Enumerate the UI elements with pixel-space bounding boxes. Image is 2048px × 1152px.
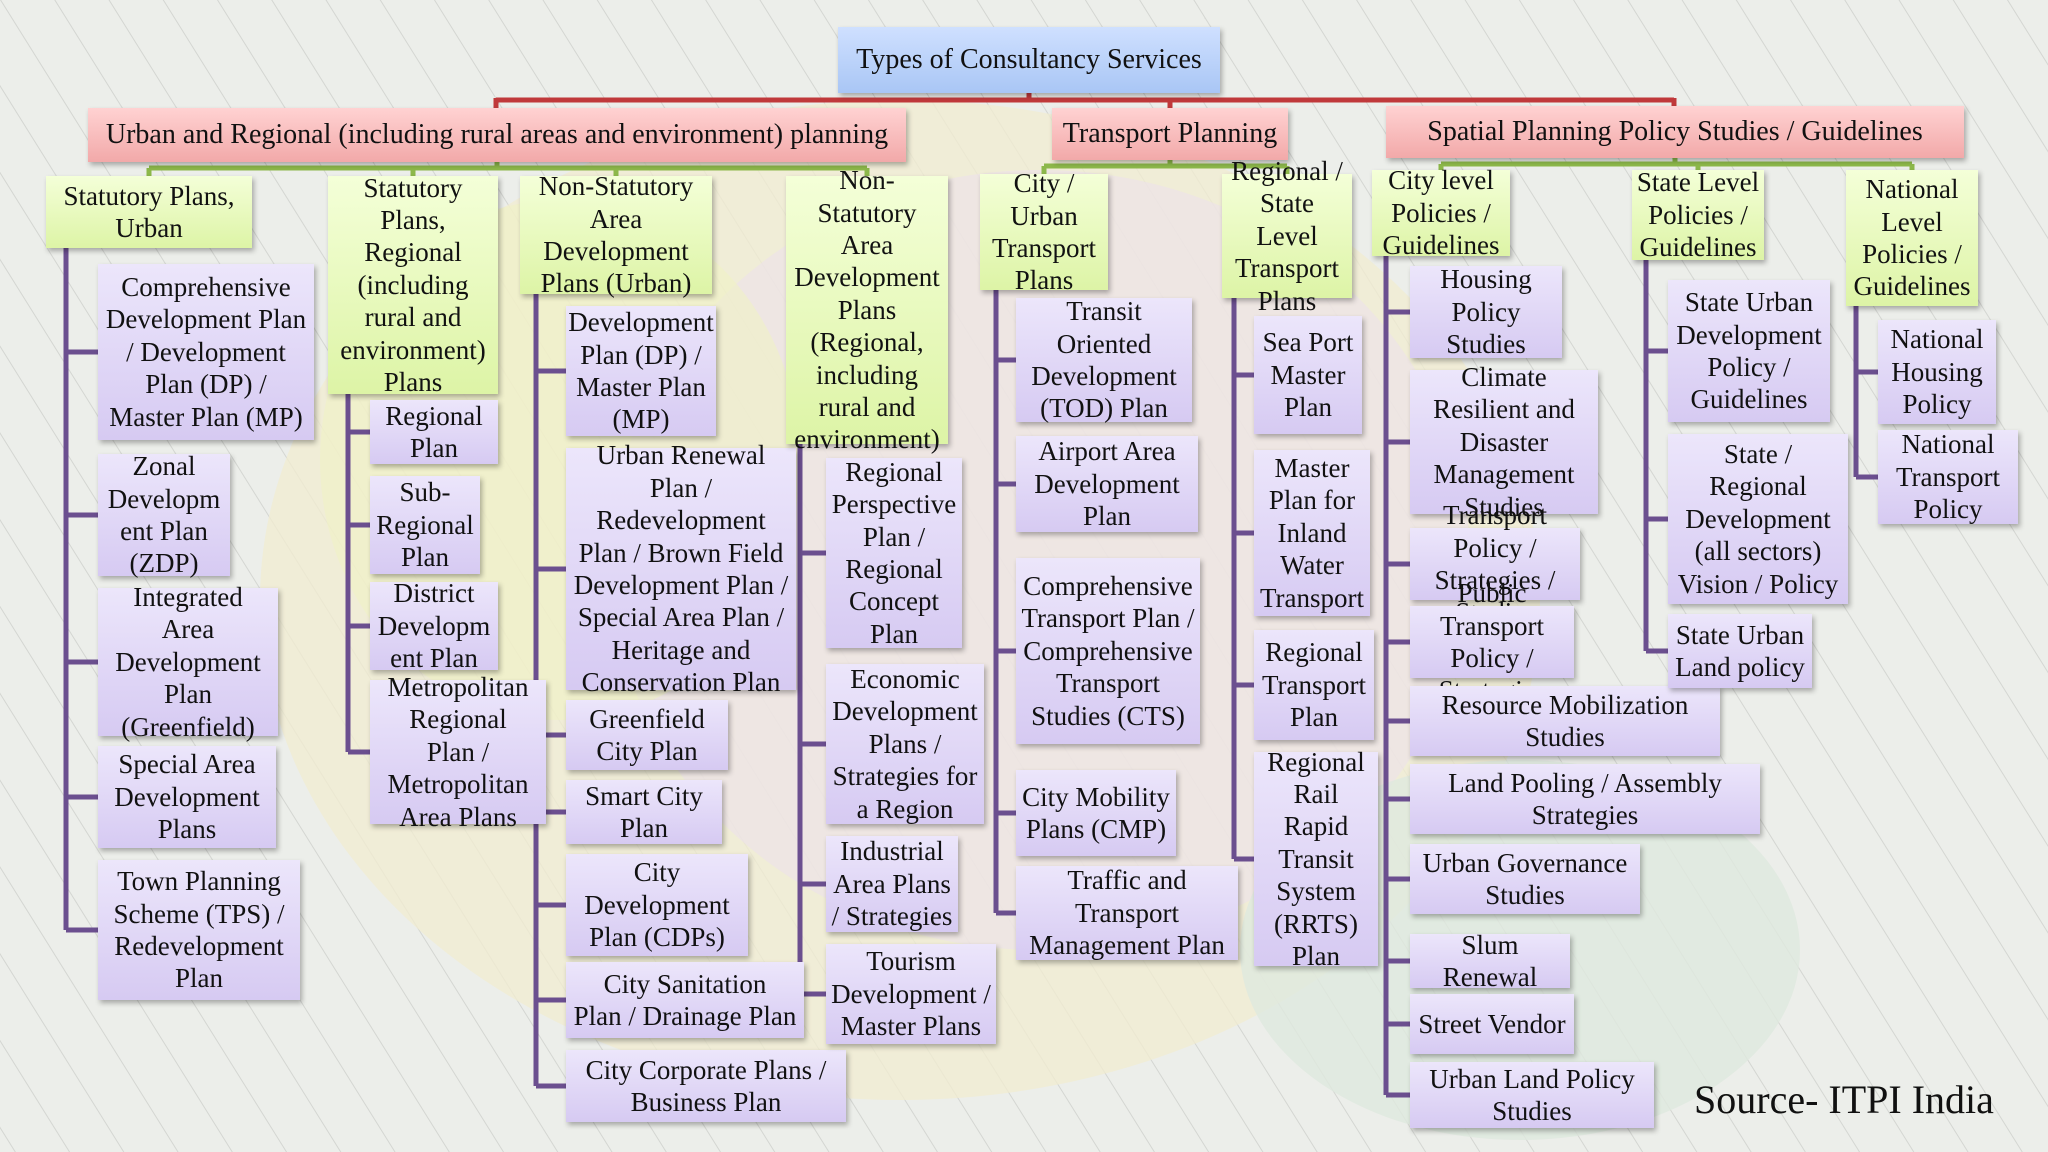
plan-item: City Sanitation Plan / Drainage Plan: [566, 962, 804, 1038]
plan-item: Integrated Area Development Plan (Greenf…: [98, 582, 278, 742]
plan-item: City Mobility Plans (CMP): [1016, 770, 1176, 856]
plan-item: Master Plan for Inland Water Transport: [1254, 450, 1370, 616]
plan-item: Land Pooling / Assembly Strategies: [1410, 764, 1760, 834]
plan-item: Development Plan (DP) / Master Plan (MP): [566, 306, 716, 436]
plan-item: Sea Port Master Plan: [1254, 316, 1362, 434]
column-heading: Regional / State Level Transport Plans: [1222, 156, 1352, 316]
plan-item: Industrial Area Plans / Strategies: [826, 836, 958, 932]
plan-item: Regional Transport Plan: [1254, 630, 1374, 740]
plan-item: District Developm ent Plan: [370, 578, 498, 673]
plan-item: Airport Area Development Plan: [1016, 436, 1198, 532]
plan-item: Special Area Development Plans: [98, 746, 276, 848]
plan-item: Urban Governance Studies: [1410, 844, 1640, 914]
plan-item: Sub- Regional Plan: [370, 476, 480, 574]
plan-item: Comprehensive Transport Plan / Comprehen…: [1016, 558, 1200, 744]
plan-item: Housing Policy Studies: [1410, 264, 1562, 359]
plan-item: Economic Development Plans / Strategies …: [826, 664, 984, 824]
plan-item: City Development Plan (CDPs): [566, 854, 748, 956]
plan-item: Regional Plan: [370, 400, 498, 464]
plan-item: Smart City Plan: [566, 780, 722, 844]
plan-item: Town Planning Scheme (TPS) / Redevelopme…: [98, 860, 300, 1000]
plan-item: Urban Land Policy Studies: [1410, 1062, 1654, 1128]
column-heading: Non-Statutory Area Development Plans (Ur…: [520, 171, 712, 298]
plan-item: National Transport Policy: [1878, 429, 2018, 524]
category-urban-regional: Urban and Regional (including rural area…: [88, 108, 906, 162]
root-title: Types of Consultancy Services: [838, 27, 1220, 93]
plan-item: State Urban Development Policy / Guideli…: [1668, 280, 1830, 422]
plan-item: Regional Perspective Plan / Regional Con…: [826, 457, 962, 649]
plan-item: State / Regional Development (all sector…: [1668, 434, 1848, 604]
column-heading: Statutory Plans, Regional (including rur…: [328, 173, 498, 397]
column-heading: National Level Policies / Guidelines: [1846, 170, 1978, 306]
source-credit: Source- ITPI India: [1694, 1077, 1994, 1122]
category-transport: Transport Planning: [1052, 108, 1288, 160]
plan-item: Traffic and Transport Management Plan: [1016, 865, 1238, 960]
plan-item: Regional Rail Rapid Transit System (RRTS…: [1254, 747, 1378, 971]
plan-item: Public Transport Policy / Strategies: [1410, 578, 1574, 705]
plan-item: Zonal Developm ent Plan (ZDP): [98, 451, 230, 578]
plan-item: Urban Renewal Plan / Redevelopment Plan …: [566, 440, 796, 697]
column-heading: City / Urban Transport Plans: [980, 168, 1108, 295]
column-heading: Non- Statutory Area Development Plans (R…: [786, 165, 948, 454]
plan-item: Tourism Development / Master Plans: [826, 944, 996, 1044]
plan-item: Greenfield City Plan: [566, 700, 728, 770]
column-heading: State Level Policies / Guidelines: [1632, 167, 1764, 262]
plan-item: State Urban Land policy: [1668, 614, 1812, 688]
plan-item: Street Vendor: [1410, 994, 1574, 1054]
plan-item: Resource Mobilization Studies: [1410, 686, 1720, 756]
column-heading: City level Policies / Guidelines: [1372, 165, 1510, 260]
plan-item: City Corporate Plans / Business Plan: [566, 1050, 846, 1122]
plan-item: Metropolitan Regional Plan / Metropolita…: [370, 672, 546, 832]
category-spatial-policy: Spatial Planning Policy Studies / Guidel…: [1386, 106, 1964, 158]
plan-item: Slum Renewal: [1410, 930, 1570, 992]
column-heading: Statutory Plans, Urban: [46, 176, 252, 248]
plan-item: Climate Resilient and Disaster Managemen…: [1410, 362, 1598, 522]
plan-item: Comprehensive Development Plan / Develop…: [98, 264, 314, 440]
plan-item: Transit Oriented Development (TOD) Plan: [1016, 296, 1192, 423]
plan-item: National Housing Policy: [1878, 320, 1996, 424]
